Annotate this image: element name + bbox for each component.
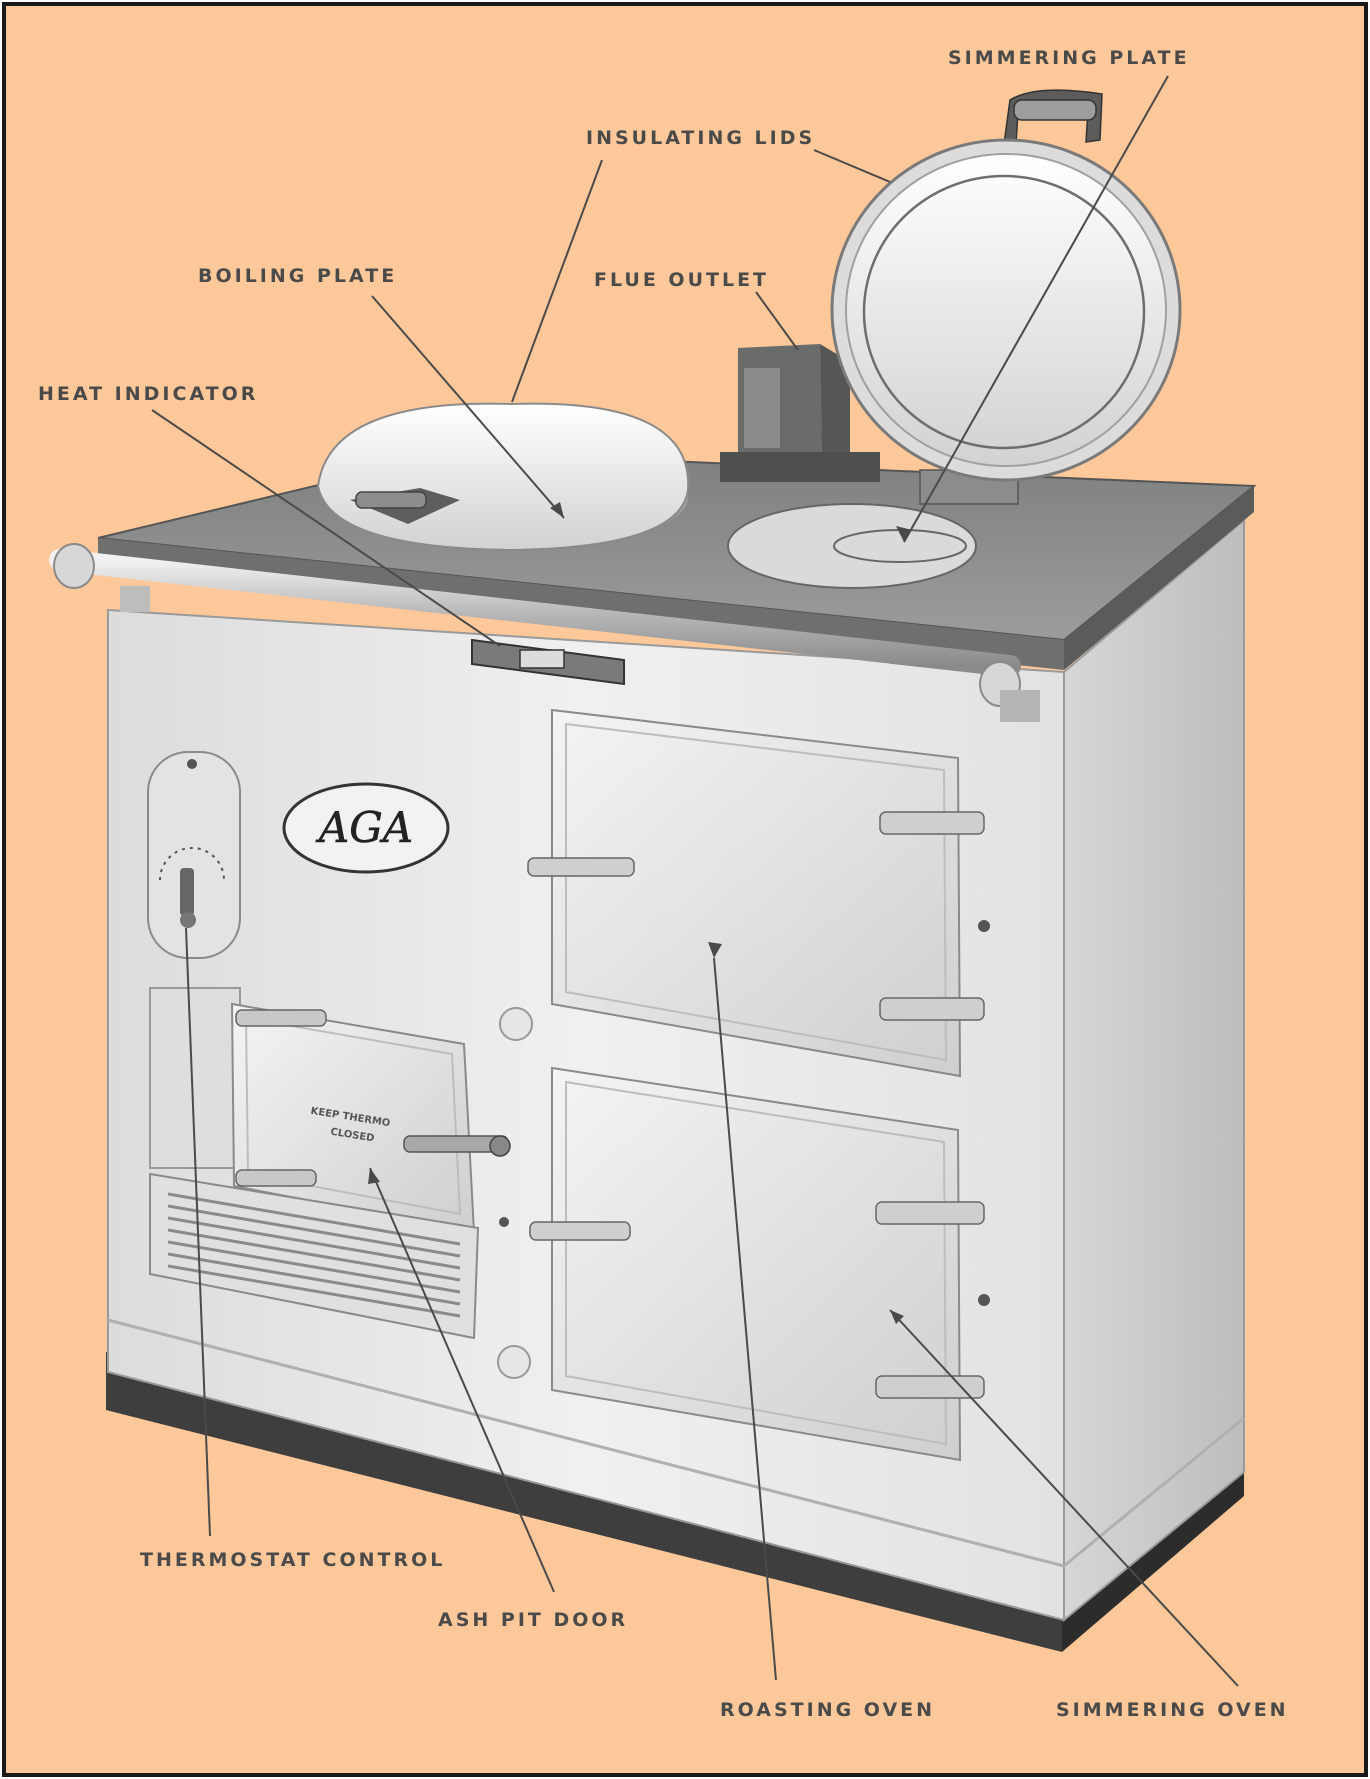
arrow-tip [890,1310,904,1324]
label-boiling-plate: BOILING PLATE [198,265,397,287]
stud [978,1294,990,1306]
label-heat-indicator: HEAT INDICATOR [38,383,258,405]
label-simmering-oven: SIMMERING OVEN [1056,1699,1289,1721]
leader-ash-pit-door [369,1167,555,1593]
skirt-line [107,1318,1245,1568]
leader-simmering-plate [903,75,1169,543]
label-thermostat-control: THERMOSTAT CONTROL [140,1549,445,1571]
stud [499,1217,509,1227]
leader-boiling-plate-lid [511,159,603,403]
simmering-plate-lid-open [830,89,1182,505]
label-flue-outlet: FLUE OUTLET [594,269,769,291]
arrow-tip [896,526,912,542]
leader-insulating-lids [813,149,891,183]
boiling-plate-lid [316,402,690,552]
firebox-door: KEEP THERMO CLOSED [149,987,511,1234]
flue-outlet [720,344,880,482]
thermostat-control [147,751,241,959]
leader-flue-outlet [755,291,799,351]
stud [499,1007,533,1041]
top-plate-edge-side [1064,486,1254,670]
leader-boiling-plate [371,295,565,519]
leader-heat-indicator [151,409,501,647]
aga-logo-text: AGA [315,803,413,852]
cooker-side [1063,517,1245,1623]
ash-pit-grille [149,1172,480,1340]
simmering-oven-door [529,1066,985,1462]
leader-simmering-oven [889,1309,1239,1687]
arrow-tip [368,1168,380,1184]
label-insulating-lids: INSULATING LIDS [586,127,815,149]
heat-indicator [471,638,625,686]
simmering-plate [727,503,977,589]
towel-rail [49,543,1040,722]
label-roasting-oven: ROASTING OVEN [720,1699,935,1721]
arrow-tip [708,942,722,958]
aga-logo: AGA [282,782,450,874]
leader-roasting-oven [713,957,777,1681]
roasting-oven-door [527,708,985,1078]
stud [978,920,990,932]
arrow-tip [550,502,564,518]
leader-thermostat-control [185,927,211,1537]
stud [497,1345,531,1379]
label-simmering-plate: SIMMERING PLATE [948,47,1190,69]
label-ash-pit-door: ASH PIT DOOR [438,1609,628,1631]
